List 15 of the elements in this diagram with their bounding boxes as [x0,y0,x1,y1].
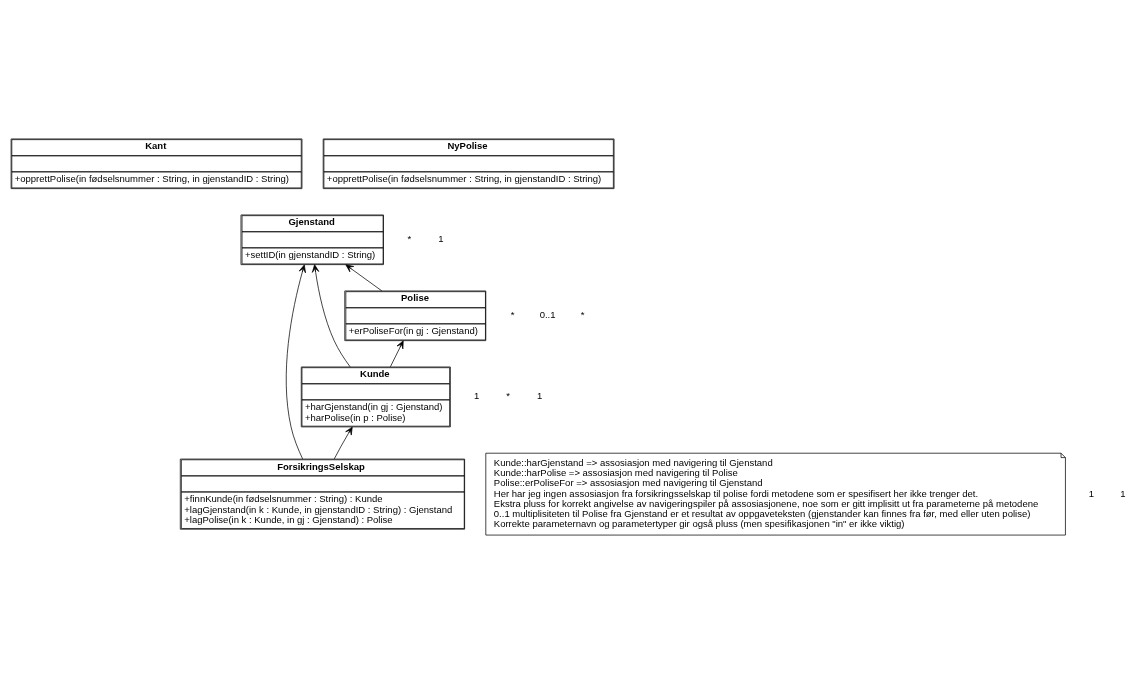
label: 1 [1120,487,1126,499]
arrow [311,263,351,367]
label: 1 [1088,487,1095,499]
label: * [407,232,412,244]
label: * [510,308,515,320]
label: 1 [536,389,543,401]
label: 1 [474,389,480,401]
label: * [506,389,510,401]
arrow [285,264,306,459]
label: 0..1 [539,308,556,320]
arrow [333,426,353,459]
label: 1 [438,232,444,244]
label: * [580,308,585,320]
arrow [390,340,404,367]
arrow [345,264,383,291]
